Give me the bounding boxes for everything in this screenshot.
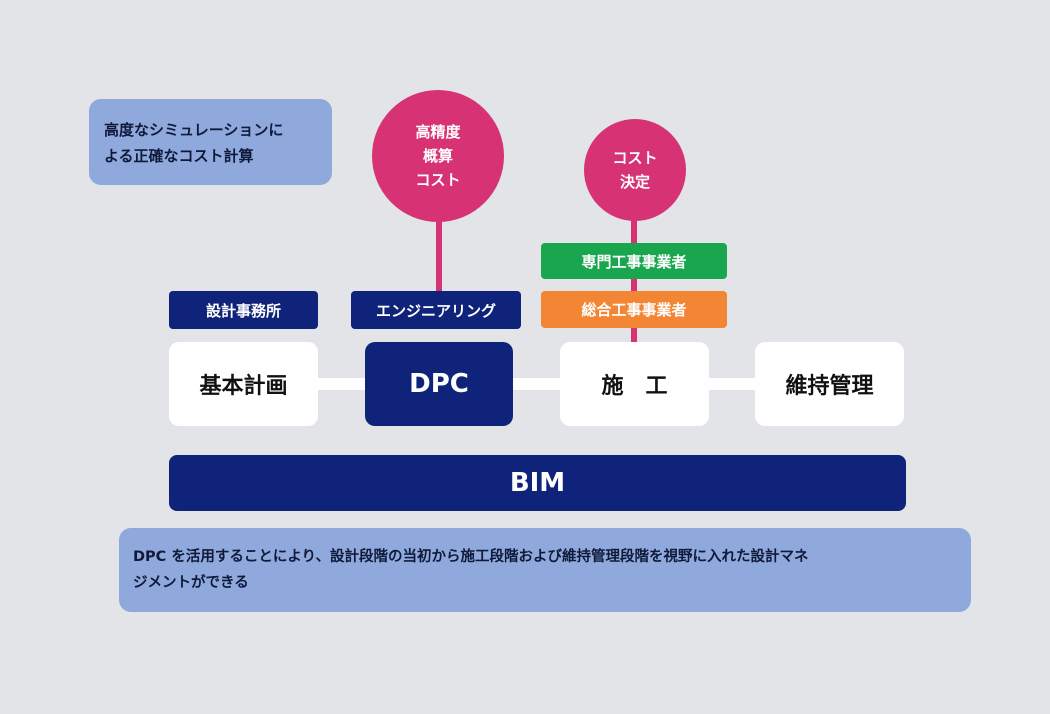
cost-decision-line2: 決定 (619, 173, 650, 191)
stage-maintenance-label: 維持管理 (785, 374, 874, 399)
stage-basic-plan: 基本計画 (169, 342, 318, 426)
connector-construction-maintenance (700, 378, 764, 390)
precision-cost-line3: コスト (415, 171, 461, 189)
precision-cost-line1: 高精度 (415, 123, 461, 141)
connector-plan-dpc (310, 378, 374, 390)
specialty-contractor-label: 専門工事事業者 (581, 252, 687, 271)
engineering-label: エンジニアリング (375, 301, 496, 320)
cost-decision-line1: コスト (612, 149, 658, 167)
stage-maintenance: 維持管理 (755, 342, 904, 426)
stage-basic-plan-label: 基本計画 (199, 374, 288, 399)
stage-construction-label: 施 工 (601, 374, 668, 399)
general-contractor-tag: 総合工事事業者 (541, 291, 727, 328)
bottom-note-line1: DPC を活用することにより、設計段階の当初から施工段階および維持管理段階を視野… (133, 549, 809, 565)
engineering-tag: エンジニアリング (351, 291, 521, 329)
bottom-note-line2: ジメントができる (133, 575, 249, 591)
connector-dpc-construction (505, 378, 569, 390)
stage-construction: 施 工 (560, 342, 709, 426)
top-note: 高度なシミュレーションに よる正確なコスト計算 (89, 99, 332, 185)
stage-dpc-label: DPC (409, 369, 469, 399)
top-note-line2: よる正確なコスト計算 (104, 147, 254, 165)
specialty-contractor-tag: 専門工事事業者 (541, 243, 727, 279)
design-office-tag: 設計事務所 (169, 291, 318, 329)
precision-cost-circle: 高精度 概算 コスト (372, 90, 504, 222)
top-note-line1: 高度なシミュレーションに (104, 121, 284, 139)
design-office-label: 設計事務所 (205, 301, 281, 320)
precision-cost-stem (436, 210, 442, 292)
stage-dpc: DPC (365, 342, 513, 426)
precision-cost-line2: 概算 (422, 147, 453, 165)
bim-bar: BIM (169, 455, 906, 511)
bottom-note: DPC を活用することにより、設計段階の当初から施工段階および維持管理段階を視野… (119, 528, 971, 612)
bim-label: BIM (509, 468, 566, 498)
general-contractor-label: 総合工事事業者 (581, 301, 687, 319)
cost-decision-circle: コスト 決定 (584, 119, 686, 221)
